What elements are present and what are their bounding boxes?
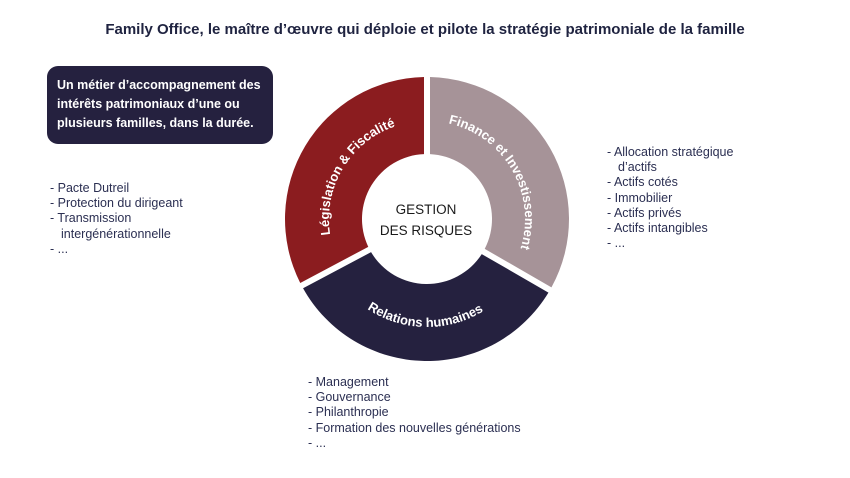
list-item: - Immobilier — [607, 190, 673, 205]
list-item: - Transmission — [50, 211, 132, 226]
list-item: - Actifs cotés — [607, 175, 678, 190]
list-item: - Actifs intangibles — [607, 221, 708, 236]
intro-box: Un métier d’accompagnement des intérêts … — [47, 66, 273, 144]
center-label-line1: GESTION — [396, 202, 457, 217]
page-title: Family Office, le maître d’œuvre qui dép… — [105, 21, 745, 38]
list-item: - ... — [50, 241, 69, 256]
list-item: - Gouvernance — [308, 390, 391, 405]
list-item: - Allocation stratégique — [607, 145, 734, 159]
list-item: - ... — [308, 435, 327, 450]
segment-legislation — [285, 77, 425, 284]
list-item: - Management — [308, 375, 389, 389]
segment-relations — [303, 252, 549, 361]
intro-line: Un métier d’accompagnement des — [57, 78, 261, 92]
list-item: intergénérationnelle — [61, 226, 171, 241]
center-label-line2: DES RISQUES — [380, 223, 472, 238]
list-item: - Actifs privés — [607, 205, 682, 220]
segment-finance — [429, 77, 569, 288]
list-item: - Protection du dirigeant — [50, 196, 183, 211]
finance-list: - Allocation stratégique d’actifs - Acti… — [607, 145, 733, 251]
list-item: d’actifs — [618, 160, 657, 175]
intro-line: intérêts patrimoniaux d’une ou — [57, 97, 240, 111]
list-item: - ... — [607, 236, 626, 251]
relations-list: - Management - Gouvernance - Philanthrop… — [308, 375, 521, 451]
list-item: - Pacte Dutreil — [50, 181, 130, 195]
list-item: - Philanthropie — [308, 405, 389, 420]
legislation-list: - Pacte Dutreil - Protection du dirigean… — [50, 181, 183, 257]
intro-line: plusieurs familles, dans la durée. — [57, 116, 254, 130]
list-item: - Formation des nouvelles générations — [308, 420, 521, 435]
